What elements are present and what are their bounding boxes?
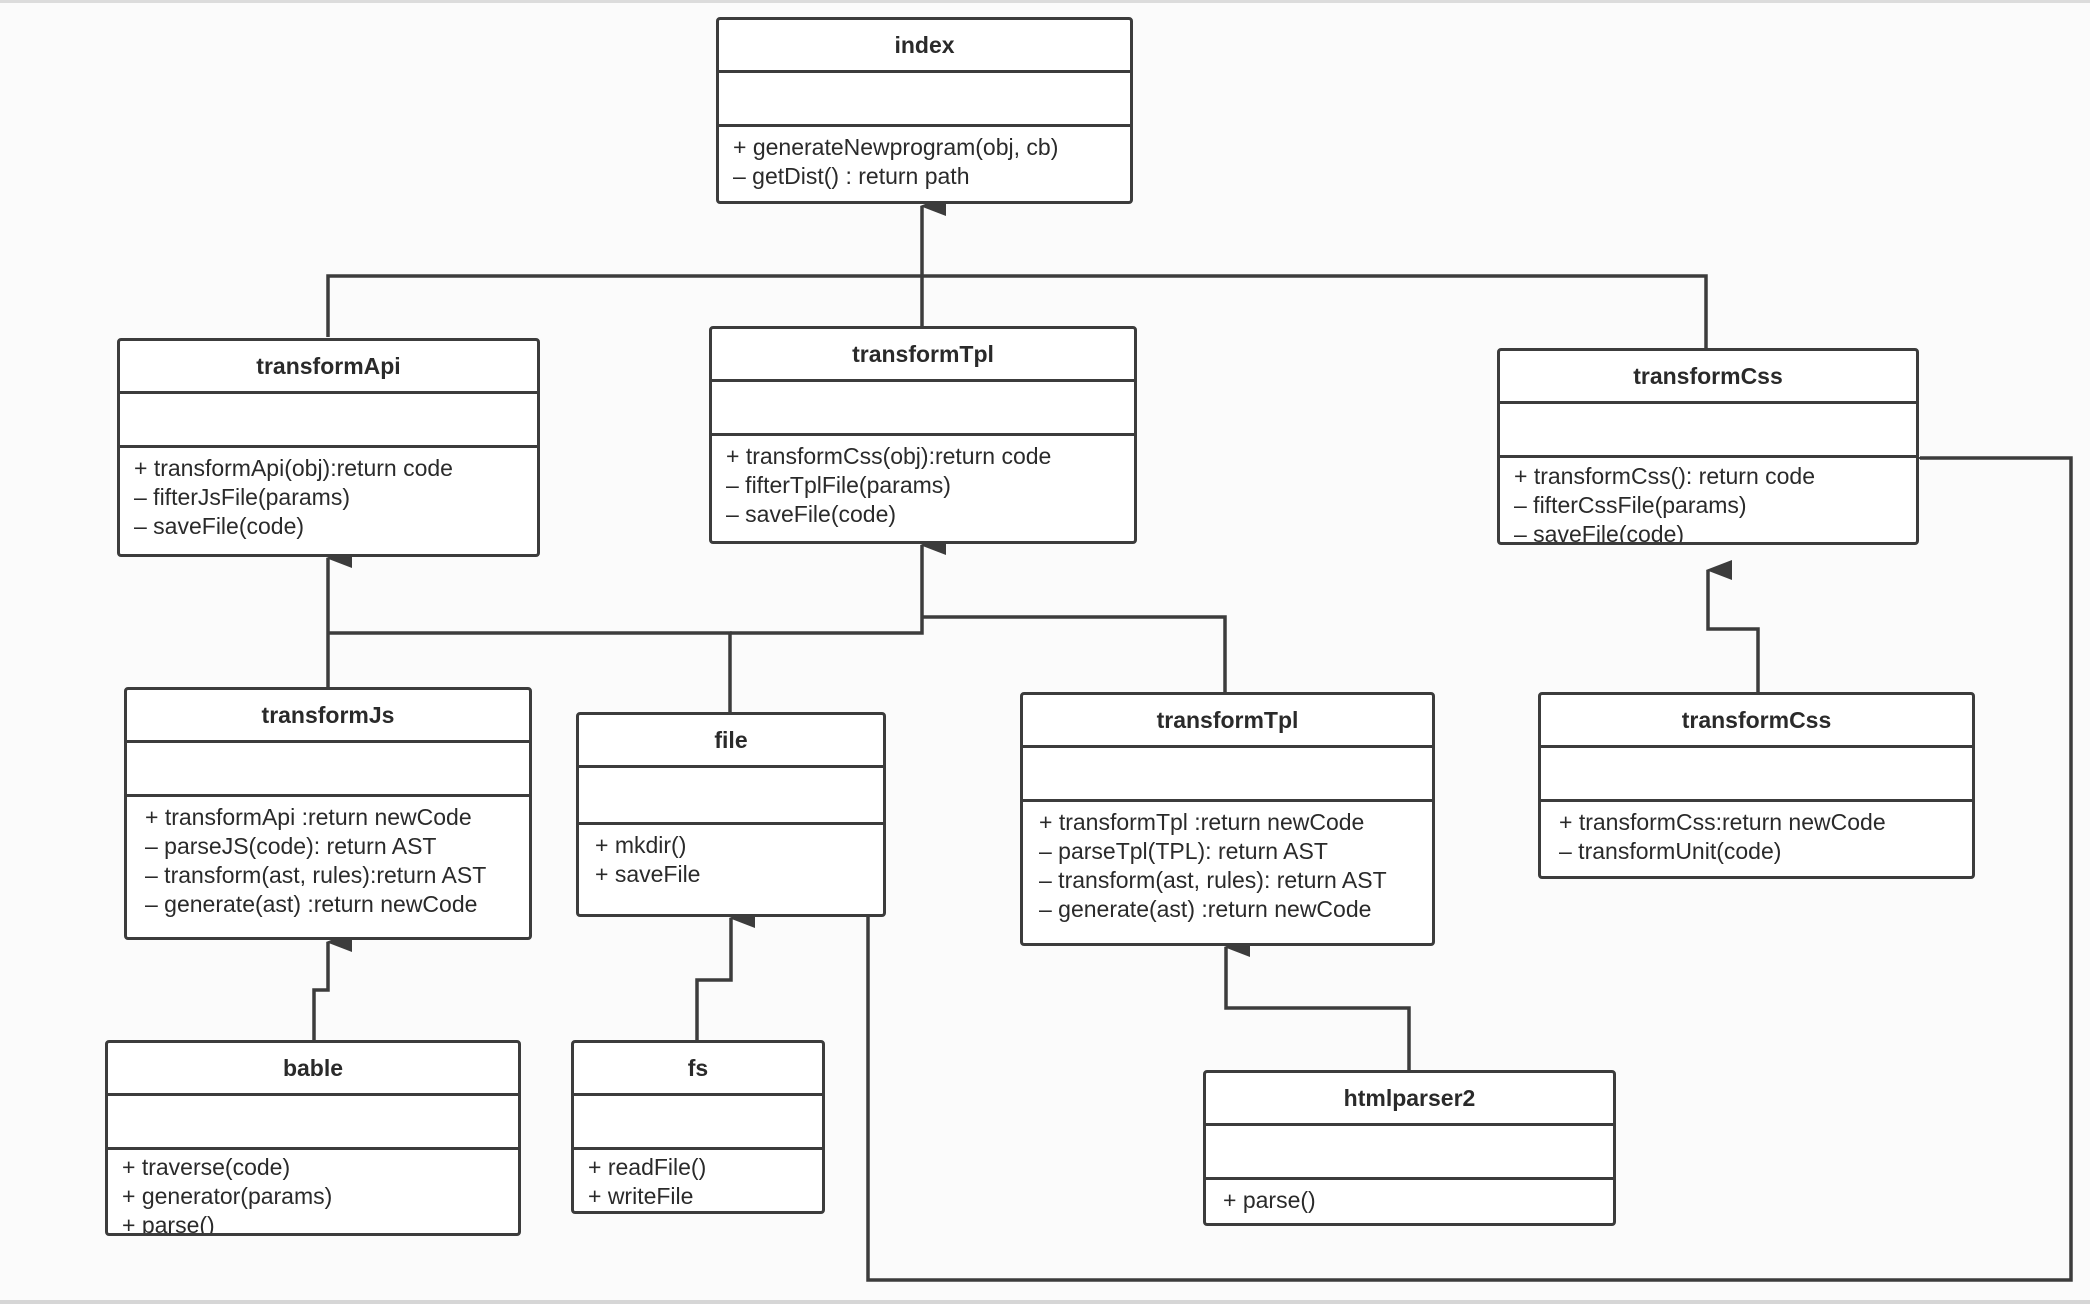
edge-transformApi-index [326, 274, 1708, 348]
edge-htmlparser2-transformTplMid [1224, 937, 1411, 1071]
operation: – generate(ast) :return newCode [145, 891, 478, 917]
operation: + transformCss:return newCode [1559, 809, 1886, 835]
operation: + generateNewprogram(obj, cb) [733, 134, 1059, 160]
class-transformTpl-mid: transformTpl + transformTpl :return newC… [1020, 692, 1435, 946]
operation: – saveFile(code) [1514, 521, 1685, 542]
operation: – generate(ast) :return newCode [1039, 896, 1372, 922]
edge-transformCssMid-transformCssTop [1706, 560, 1760, 692]
edge-fs-file [695, 908, 755, 1040]
operations-section: + mkdir() + saveFile [579, 825, 883, 914]
class-name: transformApi [120, 341, 537, 394]
attributes-section [120, 394, 537, 448]
operation: + writeFile [588, 1183, 694, 1209]
class-transformCss-top: transformCss + transformCss(): return co… [1497, 348, 1919, 545]
operation: + readFile() [588, 1154, 707, 1180]
operations-section: + transformApi :return newCode – parseJS… [127, 797, 529, 937]
class-name: transformTpl [1023, 695, 1432, 748]
operation: – fifterTplFile(params) [726, 472, 951, 498]
class-name: transformCss [1500, 351, 1916, 404]
operation: – parseTpl(TPL): return AST [1039, 838, 1328, 864]
operations-section: + parse() [1206, 1180, 1613, 1223]
edge-transformTplMid-transformTplTop [922, 615, 1227, 692]
operation: – transform(ast, rules): return AST [1039, 867, 1387, 893]
operations-section: + transformCss(obj):return code – fifter… [712, 436, 1134, 541]
operation: + transformApi(obj):return code [134, 455, 453, 481]
operation: – saveFile(code) [134, 513, 305, 539]
class-transformTpl-top: transformTpl + transformCss(obj):return … [709, 326, 1137, 544]
operation: – getDist() : return path [733, 163, 970, 189]
operation: + mkdir() [595, 832, 687, 858]
attributes-section [574, 1096, 822, 1150]
operations-section: + transformCss(): return code – fifterCs… [1500, 458, 1916, 542]
class-transformApi: transformApi + transformApi(obj):return … [117, 338, 540, 557]
attributes-section [579, 768, 883, 825]
bottom-border [0, 1300, 2090, 1304]
class-name: transformJs [127, 690, 529, 743]
class-transformCss-mid: transformCss + transformCss:return newCo… [1538, 692, 1975, 879]
edge-file-transformCssTop [866, 448, 2073, 1282]
class-name: fs [574, 1043, 822, 1096]
operation: – parseJS(code): return AST [145, 833, 437, 859]
attributes-section [712, 382, 1134, 436]
operations-section: + readFile() + writeFile [574, 1150, 822, 1211]
operation: – fifterJsFile(params) [134, 484, 350, 510]
operation: + parse() [122, 1212, 215, 1233]
attributes-section [108, 1096, 518, 1150]
class-name: transformTpl [712, 329, 1134, 382]
attributes-section [1500, 404, 1916, 458]
attributes-section [127, 743, 529, 797]
attributes-section [1541, 748, 1972, 802]
class-name: htmlparser2 [1206, 1073, 1613, 1126]
top-border [0, 0, 2090, 3]
class-name: bable [108, 1043, 518, 1096]
operations-section: + transformCss:return newCode – transfor… [1541, 802, 1972, 876]
edge-bable-transformJs [312, 932, 352, 1040]
operation: – transformUnit(code) [1559, 838, 1782, 864]
operation: – saveFile(code) [726, 501, 897, 527]
class-name: file [579, 715, 883, 768]
attributes-section [1206, 1126, 1613, 1180]
operations-section: + generateNewprogram(obj, cb) – getDist(… [719, 127, 1130, 201]
operation: + traverse(code) [122, 1154, 291, 1180]
operations-section: + transformApi(obj):return code – fifter… [120, 448, 537, 554]
operation: + transformApi :return newCode [145, 804, 472, 830]
edge-file-transformTplTop [730, 535, 946, 635]
class-name: index [719, 20, 1130, 73]
class-name: transformCss [1541, 695, 1972, 748]
operation: + transformCss(obj):return code [726, 443, 1052, 469]
operation: – transform(ast, rules):return AST [145, 862, 487, 888]
attributes-section [1023, 748, 1432, 802]
operation: + transformTpl :return newCode [1039, 809, 1365, 835]
operation: – fifterCssFile(params) [1514, 492, 1747, 518]
class-index: index + generateNewprogram(obj, cb) – ge… [716, 17, 1133, 204]
operation: + saveFile [595, 861, 701, 887]
class-bable: bable + traverse(code) + generator(param… [105, 1040, 521, 1236]
operations-section: + transformTpl :return newCode – parseTp… [1023, 802, 1432, 943]
operations-section: + traverse(code) + generator(params) + p… [108, 1150, 518, 1233]
class-fs: fs + readFile() + writeFile [571, 1040, 825, 1214]
class-htmlparser2: htmlparser2 + parse() [1203, 1070, 1616, 1226]
class-file: file + mkdir() + saveFile [576, 712, 886, 917]
attributes-section [719, 73, 1130, 127]
operation: + parse() [1223, 1187, 1316, 1213]
operation: + transformCss(): return code [1514, 463, 1816, 489]
operation: + generator(params) [122, 1183, 333, 1209]
class-transformJs: transformJs + transformApi :return newCo… [124, 687, 532, 940]
